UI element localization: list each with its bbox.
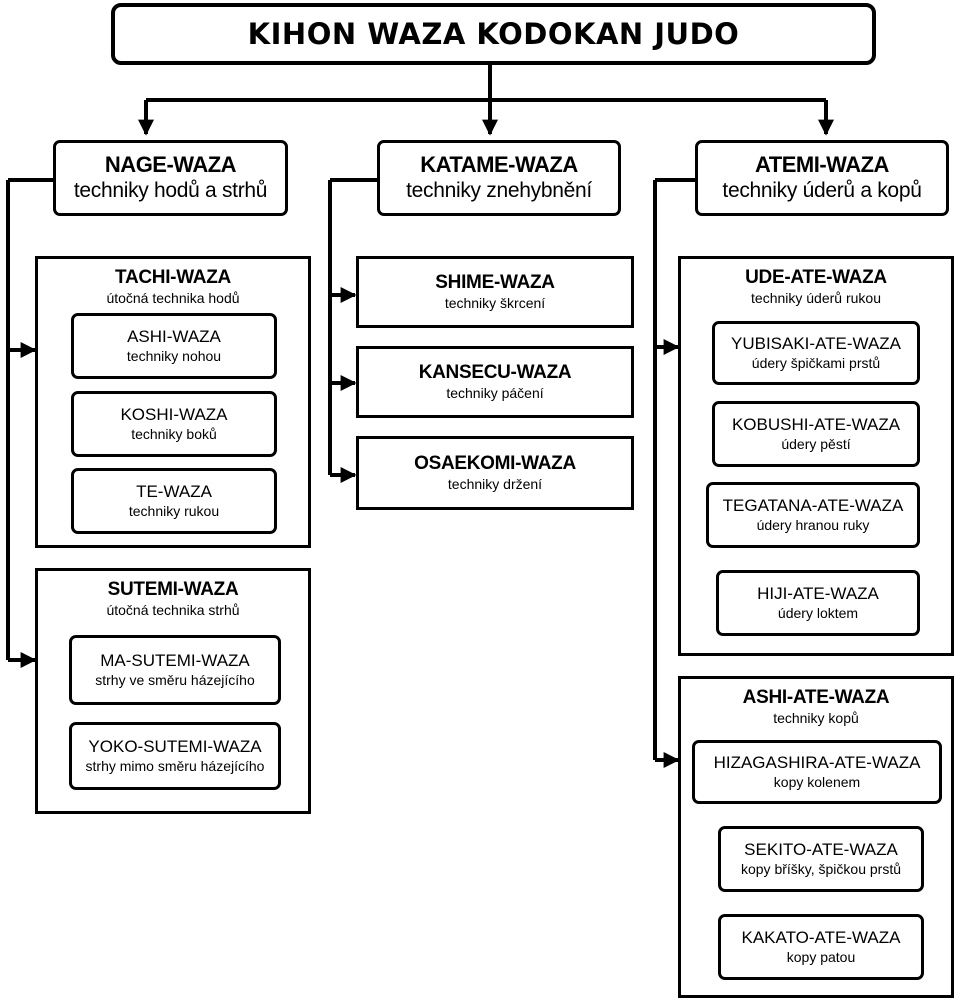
kobushi-ate-waza-subtitle: údery pěstí [781, 436, 851, 452]
nage-waza-title: NAGE-WAZA [104, 152, 237, 177]
osaekomi-waza-box: OSAEKOMI-WAZA techniky držení [356, 436, 634, 510]
hiji-ate-waza-subtitle: údery loktem [777, 605, 859, 621]
katame-waza-title: KATAME-WAZA [420, 152, 578, 177]
tachi-waza-subtitle: útočná technika hodů [106, 290, 240, 306]
ude-ate-waza-subtitle: techniky úderů rukou [751, 290, 881, 306]
ashi-waza-title: ASHI-WAZA [127, 327, 221, 346]
koshi-waza-title: KOSHI-WAZA [120, 405, 228, 424]
ashi-waza-box: ASHI-WAZA techniky nohou [71, 313, 277, 379]
nage-waza-subtitle: techniky hodů a strhů [73, 179, 268, 202]
ma-sutemi-waza-title: MA-SUTEMI-WAZA [100, 651, 250, 670]
kakato-ate-waza-subtitle: kopy patou [786, 949, 856, 965]
kobushi-ate-waza-box: KOBUSHI-ATE-WAZA údery pěstí [712, 401, 920, 467]
sekito-ate-waza-title: SEKITO-ATE-WAZA [744, 840, 898, 859]
atemi-waza-box: ATEMI-WAZA techniky úderů a kopů [695, 140, 949, 216]
shime-waza-title: SHIME-WAZA [435, 272, 555, 293]
sekito-ate-waza-box: SEKITO-ATE-WAZA kopy bříšky, špičkou prs… [718, 826, 924, 892]
ashi-ate-waza-subtitle: techniky kopů [773, 710, 859, 726]
osaekomi-waza-subtitle: techniky držení [447, 476, 543, 492]
tegatana-ate-waza-box: TEGATANA-ATE-WAZA údery hranou ruky [706, 482, 920, 548]
katame-waza-box: KATAME-WAZA techniky znehybnění [377, 140, 621, 216]
atemi-waza-title: ATEMI-WAZA [755, 152, 889, 177]
ashi-ate-waza-title: ASHI-ATE-WAZA [742, 687, 890, 708]
sutemi-waza-subtitle: útočná technika strhů [106, 602, 240, 618]
kobushi-ate-waza-title: KOBUSHI-ATE-WAZA [731, 415, 901, 434]
kakato-ate-waza-title: KAKATO-ATE-WAZA [741, 928, 901, 947]
tegatana-ate-waza-title: TEGATANA-ATE-WAZA [722, 496, 904, 515]
tegatana-ate-waza-subtitle: údery hranou ruky [756, 517, 870, 533]
katame-waza-subtitle: techniky znehybnění [406, 179, 592, 202]
te-waza-box: TE-WAZA techniky rukou [71, 468, 277, 534]
sutemi-waza-title: SUTEMI-WAZA [107, 579, 239, 600]
shime-waza-subtitle: techniky škrcení [444, 295, 546, 311]
hizagashira-ate-waza-subtitle: kopy kolenem [773, 774, 861, 790]
ashi-waza-subtitle: techniky nohou [126, 348, 222, 364]
ude-ate-waza-title: UDE-ATE-WAZA [745, 267, 887, 288]
koshi-waza-box: KOSHI-WAZA techniky boků [71, 391, 277, 457]
hiji-ate-waza-title: HIJI-ATE-WAZA [757, 584, 879, 603]
koshi-waza-subtitle: techniky boků [131, 426, 217, 442]
tachi-waza-title: TACHI-WAZA [115, 267, 231, 288]
kakato-ate-waza-box: KAKATO-ATE-WAZA kopy patou [718, 914, 924, 980]
osaekomi-waza-title: OSAEKOMI-WAZA [414, 453, 576, 474]
sekito-ate-waza-subtitle: kopy bříšky, špičkou prstů [740, 861, 902, 877]
yubisaki-ate-waza-subtitle: údery špičkami prstů [751, 355, 881, 371]
hizagashira-ate-waza-box: HIZAGASHIRA-ATE-WAZA kopy kolenem [692, 740, 942, 804]
te-waza-subtitle: techniky rukou [128, 503, 220, 519]
hizagashira-ate-waza-title: HIZAGASHIRA-ATE-WAZA [713, 753, 921, 772]
kansecu-waza-title: KANSECU-WAZA [418, 362, 572, 383]
yubisaki-ate-waza-box: YUBISAKI-ATE-WAZA údery špičkami prstů [712, 321, 920, 385]
main-title-box: KIHON WAZA KODOKAN JUDO [111, 3, 876, 65]
ma-sutemi-waza-box: MA-SUTEMI-WAZA strhy ve směru házejícího [69, 635, 281, 705]
kansecu-waza-box: KANSECU-WAZA techniky páčení [356, 346, 634, 418]
ma-sutemi-waza-subtitle: strhy ve směru házejícího [95, 672, 255, 688]
yoko-sutemi-waza-subtitle: strhy mimo směru házejícího [85, 758, 265, 774]
shime-waza-box: SHIME-WAZA techniky škrcení [356, 256, 634, 328]
yoko-sutemi-waza-box: YOKO-SUTEMI-WAZA strhy mimo směru házejí… [69, 722, 281, 790]
atemi-waza-subtitle: techniky úderů a kopů [722, 179, 922, 202]
te-waza-title: TE-WAZA [136, 482, 212, 501]
kansecu-waza-subtitle: techniky páčení [446, 385, 544, 401]
main-title: KIHON WAZA KODOKAN JUDO [247, 17, 740, 51]
nage-waza-box: NAGE-WAZA techniky hodů a strhů [53, 140, 288, 216]
yubisaki-ate-waza-title: YUBISAKI-ATE-WAZA [730, 334, 902, 353]
yoko-sutemi-waza-title: YOKO-SUTEMI-WAZA [88, 737, 262, 756]
hiji-ate-waza-box: HIJI-ATE-WAZA údery loktem [716, 570, 920, 636]
